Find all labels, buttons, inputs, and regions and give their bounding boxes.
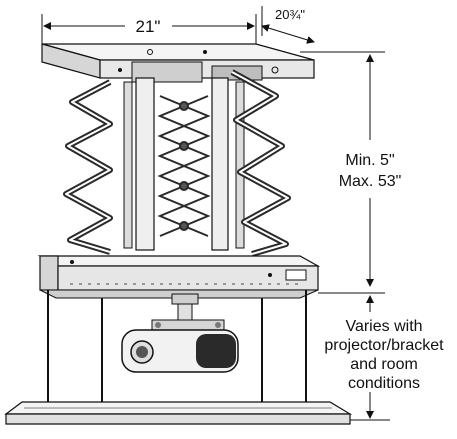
varies-label-line3: and room	[350, 356, 418, 373]
travel-max-label: Max. 53"	[339, 173, 402, 190]
right-scissor-arm-inner	[231, 71, 289, 255]
depth-label: 20¾"	[275, 7, 305, 22]
guide-posts	[123, 77, 245, 251]
top-plate	[41, 43, 315, 83]
projector	[121, 329, 239, 373]
varies-dimension: Varies with projector/bracket and room c…	[324, 295, 444, 421]
depth-dimension: 20¾"	[261, 6, 315, 44]
varies-label-line2: projector/bracket	[324, 337, 444, 354]
ceiling-panel	[4, 401, 353, 425]
projector-mount	[151, 293, 225, 331]
lift-body	[37, 255, 321, 299]
suspension-rods	[47, 290, 307, 402]
left-scissor-arm-inner	[65, 81, 111, 253]
width-label: 21"	[136, 17, 161, 36]
varies-label-line1: Varies with	[345, 318, 422, 335]
width-dimension: 21"	[41, 14, 257, 44]
travel-min-label: Min. 5"	[345, 152, 394, 169]
center-scissor	[157, 95, 211, 237]
varies-label-line4: conditions	[348, 375, 420, 392]
travel-dimension: Min. 5" Max. 53"	[300, 51, 402, 294]
